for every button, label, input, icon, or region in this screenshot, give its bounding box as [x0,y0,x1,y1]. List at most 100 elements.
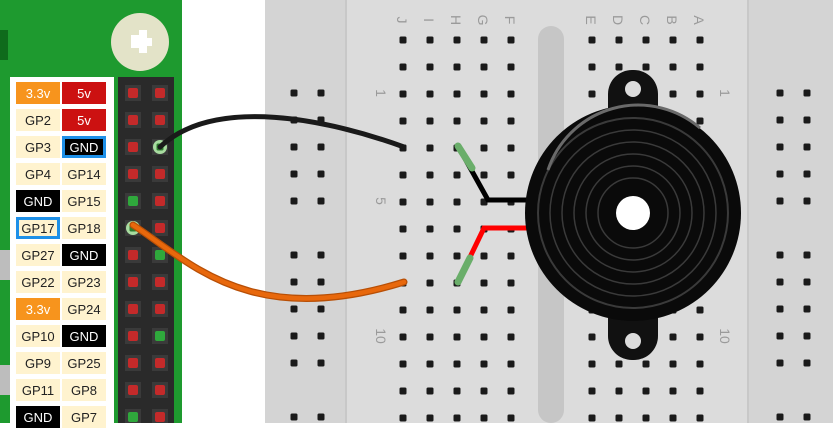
rail-hole [803,170,811,178]
breadboard-hole [480,36,488,44]
pin-label-gp17: GP17 [16,217,60,239]
column-letter-a: A [691,15,707,25]
pin-label-gp7: GP7 [62,406,106,428]
breadboard-hole [480,171,488,179]
rail-hole [776,89,784,97]
breadboard-hole [399,117,407,125]
breadboard-hole [615,360,623,368]
buzzer-ring [537,117,729,309]
gpio-pin [128,250,138,260]
breadboard-hole [453,252,461,260]
breadboard-hole [453,198,461,206]
breadboard-hole [507,36,515,44]
breadboard-hole [696,36,704,44]
column-letter-i: I [421,18,437,22]
gpio-pin [128,88,138,98]
rail-hole [803,116,811,124]
breadboard-hole [669,90,677,98]
breadboard-hole [480,360,488,368]
breadboard-hole [426,198,434,206]
buzzer-mount-hole-bottom [625,333,641,349]
breadboard-hole [696,63,704,71]
gpio-pin [155,88,165,98]
gpio-pin [128,412,138,422]
breadboard-hole [507,144,515,152]
breadboard-hole [453,387,461,395]
pin-label-gp4: GP4 [16,163,60,185]
breadboard-hole [588,360,596,368]
pin-label-gnd: GND [62,244,106,266]
gpio-pin [155,223,165,233]
rail-hole [317,278,325,286]
gpio-pin [155,331,165,341]
pin-label-gp10: GP10 [16,325,60,347]
breadboard-divider-left [345,0,347,423]
pin-label-5v: 5v [62,109,106,131]
breadboard-hole [615,414,623,422]
breadboard-power-rail-right [749,0,833,423]
breadboard-hole [399,360,407,368]
breadboard-hole [507,414,515,422]
rail-hole [317,413,325,421]
breadboard-hole [453,63,461,71]
buzzer-ring [597,177,669,249]
pi-edge-notch [0,30,8,60]
breadboard-hole [480,90,488,98]
breadboard-hole [642,387,650,395]
rail-hole [317,143,325,151]
buzzer-center-hole [616,196,650,230]
buzzer-ring [585,165,681,261]
breadboard-hole [453,90,461,98]
breadboard-hole [453,117,461,125]
mounting-hole-marker-icon [131,30,152,53]
breadboard-hole [426,144,434,152]
buzzer-negative-lead-tip [454,142,476,172]
rail-hole [290,170,298,178]
gpio-pins [125,85,168,425]
breadboard-hole [615,63,623,71]
breadboard-hole [696,387,704,395]
breadboard-hole [669,63,677,71]
ground-wire [157,114,407,150]
breadboard-hole [426,252,434,260]
breadboard-hole [696,117,704,125]
rail-hole [317,170,325,178]
column-letter-c: C [637,15,653,25]
breadboard-hole [642,360,650,368]
rail-hole [803,413,811,421]
breadboard-hole [399,36,407,44]
breadboard-hole [507,63,515,71]
breadboard-hole [615,36,623,44]
gpio-pin [155,412,165,422]
breadboard-hole [453,333,461,341]
breadboard-hole [480,117,488,125]
row-number-right-1: 1 [717,89,733,97]
breadboard-hole [480,333,488,341]
breadboard-hole [696,306,704,314]
breadboard-hole [507,252,515,260]
rail-hole [776,359,784,367]
pin-label-gp24: GP24 [62,298,106,320]
gpio-pin [128,331,138,341]
breadboard-hole [399,252,407,260]
rail-hole [803,332,811,340]
rail-hole [290,359,298,367]
gpio-pin [155,358,165,368]
rail-hole [290,251,298,259]
breadboard-hole [453,360,461,368]
breadboard-hole [669,414,677,422]
pin-label-5v: 5v [62,82,106,104]
breadboard-hole [453,414,461,422]
gpio-pin [128,358,138,368]
breadboard-hole [453,171,461,179]
pin-label-gnd: GND [16,406,60,428]
breadboard-hole [588,414,596,422]
rail-hole [776,278,784,286]
gpio-pin [128,277,138,287]
pin-label-gp8: GP8 [62,379,106,401]
rail-hole [290,413,298,421]
breadboard-hole [426,90,434,98]
rail-hole [776,197,784,205]
breadboard-hole [588,387,596,395]
